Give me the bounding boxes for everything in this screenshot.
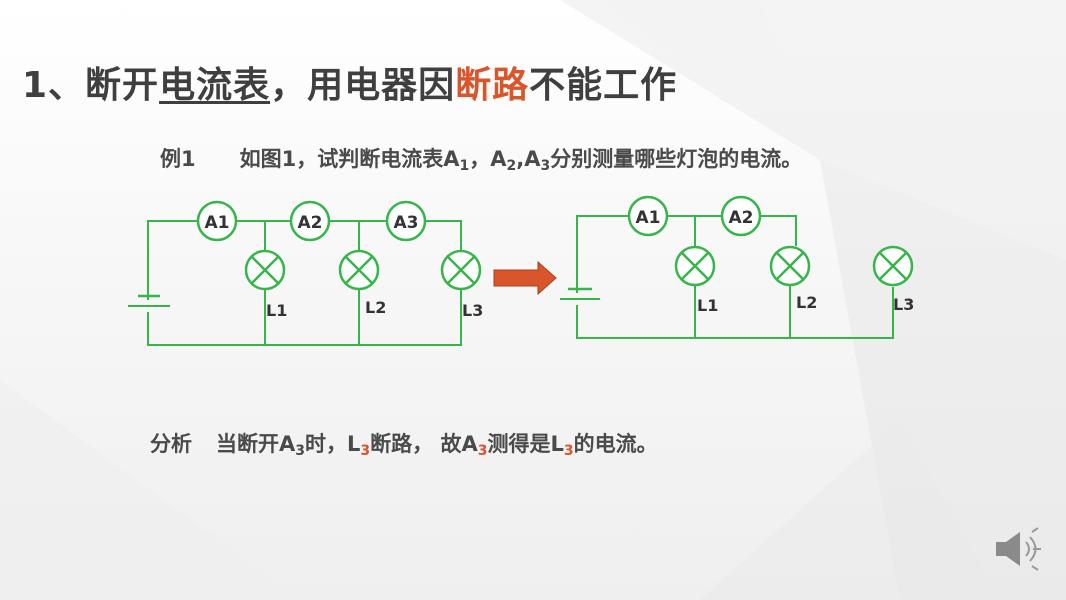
circuit-left-label-l3: L3 (462, 301, 483, 320)
analysis-line: 分析当断开A3时，L3断路， 故A3测得是L3的电流。 (150, 432, 658, 459)
svg-text:A1: A1 (636, 208, 661, 228)
circuit-right-label-l2: L2 (796, 293, 817, 312)
circuit-right (560, 215, 894, 339)
circuit-left-lamp-l3 (440, 249, 482, 291)
circuit-left-lamp-l1 (244, 249, 286, 291)
circuit-left-label-l2: L2 (365, 298, 386, 317)
circuit-right-label-l1: L1 (697, 296, 718, 315)
circuit-left-ammeter-a2: A2 (289, 200, 331, 242)
svg-text:A2: A2 (298, 213, 323, 233)
circuit-right-lamp-l2 (769, 245, 811, 287)
circuit-right-label-l3: L3 (893, 295, 914, 314)
circuit-left-label-l1: L1 (266, 301, 287, 320)
svg-text:A1: A1 (205, 213, 230, 233)
circuit-right-lamp-l3 (872, 245, 914, 287)
title-highlight: 断路 (455, 65, 530, 106)
example-label: 例1 (160, 147, 196, 171)
circuit-left-ammeter-a3: A3 (385, 200, 427, 242)
circuit-left-lamp-l2 (338, 249, 380, 291)
analysis-label: 分析 (150, 432, 192, 456)
title-underlined: 电流表 (159, 65, 271, 106)
transition-arrow (493, 260, 557, 296)
circuit-right-ammeter-a2: A2 (720, 195, 762, 237)
circuit-left-ammeter-a1: A1 (196, 200, 238, 242)
circuit-right-lamp-l1 (674, 245, 716, 287)
circuit-right-ammeter-a1: A1 (627, 195, 669, 237)
speaker-icon[interactable] (996, 527, 1041, 571)
slide-title: 1、断开电流表，用电器因断路不能工作 (22, 65, 678, 106)
svg-text:A2: A2 (729, 208, 754, 228)
svg-text:A3: A3 (394, 213, 419, 233)
